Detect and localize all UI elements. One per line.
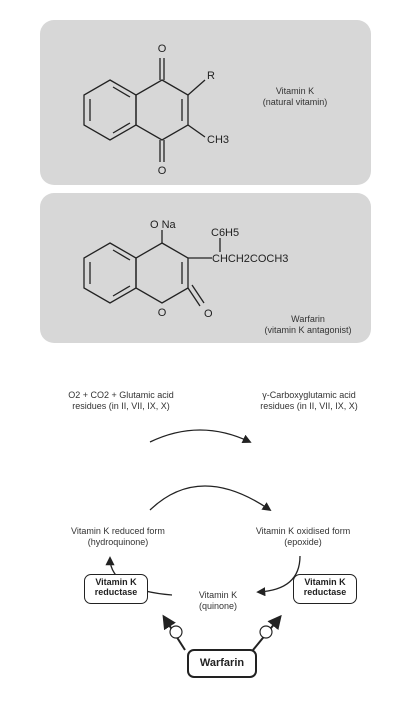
inhibit-circle-left <box>169 625 183 639</box>
warfarin-name: Warfarin <box>291 314 325 324</box>
vitk-r-group: R <box>207 70 215 82</box>
warf-side-chain: CHCH2COCH3 <box>212 253 288 265</box>
cycle-quinone-label: Vitamin K (quinone) <box>198 590 238 611</box>
inhibit-circle-right <box>259 625 273 639</box>
warf-o-carbonyl: O <box>204 308 213 320</box>
warfarin-inhibitor-box: Warfarin <box>187 649 257 678</box>
warf-o-ring: O <box>158 307 167 319</box>
vitamin-k-panel <box>40 20 371 185</box>
reductase-right-box: Vitamin K reductase <box>293 574 357 604</box>
reductase-left-box: Vitamin K reductase <box>84 574 148 604</box>
cycle-substrate-label: O2 + CO2 + Glutamic acid residues (in II… <box>68 390 174 411</box>
vitk-ch3-group: CH3 <box>207 134 229 146</box>
cycle-reduced-form-label: Vitamin K reduced form (hydroquinone) <box>71 526 165 547</box>
cycle-oxidised-form-label: Vitamin K oxidised form (epoxide) <box>255 526 351 547</box>
warfarin-subtitle: (vitamin K antagonist) <box>264 325 352 335</box>
warf-phenyl-group: C6H5 <box>211 227 239 239</box>
cycle-product-label: γ-Carboxyglutamic acid residues (in II, … <box>260 390 358 411</box>
vitk-o-top: O <box>158 43 167 55</box>
warfarin-panel <box>40 193 371 343</box>
vitk-o-bottom: O <box>158 165 167 177</box>
vitamin-k-structure <box>83 58 206 162</box>
warf-o-na: O Na <box>150 219 177 231</box>
vitamin-k-subtitle: (natural vitamin) <box>262 97 328 107</box>
vitamin-k-name: Vitamin K <box>275 86 315 96</box>
warfarin-structure <box>83 230 221 307</box>
